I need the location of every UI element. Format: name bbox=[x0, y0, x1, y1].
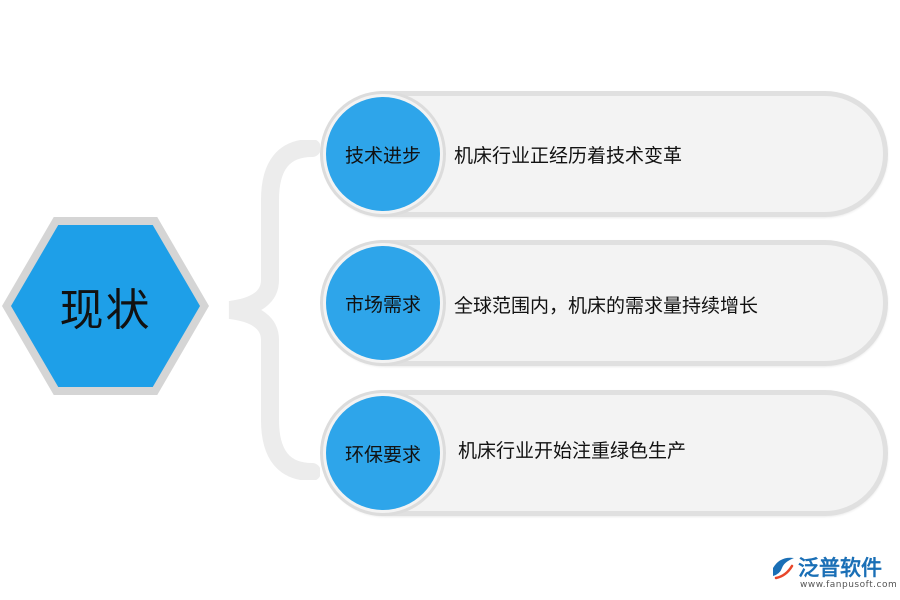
center-title: 现状 bbox=[59, 285, 152, 336]
row-text-2: 全球范围内，机床的需求量持续增长 bbox=[454, 295, 759, 317]
badge-1: 技术进步 bbox=[326, 97, 440, 211]
badge-label-1: 技术进步 bbox=[344, 144, 421, 167]
logo-mark-icon bbox=[773, 557, 794, 580]
badge-label-2: 市场需求 bbox=[344, 293, 421, 316]
brand-logo: 泛普软件 www.fanpusoft.com bbox=[770, 552, 898, 598]
badge-2: 市场需求 bbox=[326, 246, 440, 360]
badge-label-3: 环保要求 bbox=[344, 443, 421, 466]
badge-3: 环保要求 bbox=[326, 396, 440, 510]
brace-connector bbox=[228, 140, 320, 480]
hexagon bbox=[11, 225, 200, 387]
logo-name: 泛普软件 bbox=[798, 556, 882, 580]
row-text-3: 机床行业开始注重绿色生产 bbox=[458, 440, 687, 462]
logo-url: www.fanpusoft.com bbox=[800, 580, 898, 590]
row-text-1: 机床行业正经历着技术变革 bbox=[454, 145, 683, 167]
